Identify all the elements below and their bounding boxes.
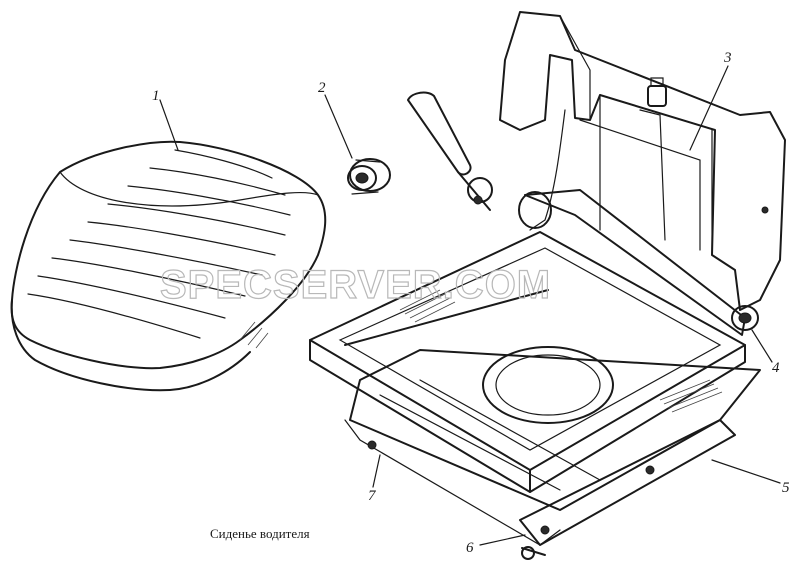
- seat-springs: [399, 289, 723, 413]
- callout-7: 7: [368, 488, 377, 504]
- callout-6: 6: [466, 540, 474, 556]
- callout-2: 2: [318, 80, 326, 96]
- seat-cushion: [10, 140, 327, 392]
- callout-5: 5: [782, 480, 790, 496]
- watermark-text: SPECSERVER.COM: [160, 263, 551, 307]
- bushing-part: [347, 158, 391, 195]
- leader-lines: [159, 65, 781, 546]
- cushion-ribs: [27, 149, 291, 339]
- figure-caption: Сиденье водителя: [210, 526, 310, 541]
- callout-1: 1: [152, 88, 160, 104]
- seat-frame: [309, 11, 786, 560]
- callout-3: 3: [723, 50, 732, 66]
- callout-4: 4: [772, 360, 780, 376]
